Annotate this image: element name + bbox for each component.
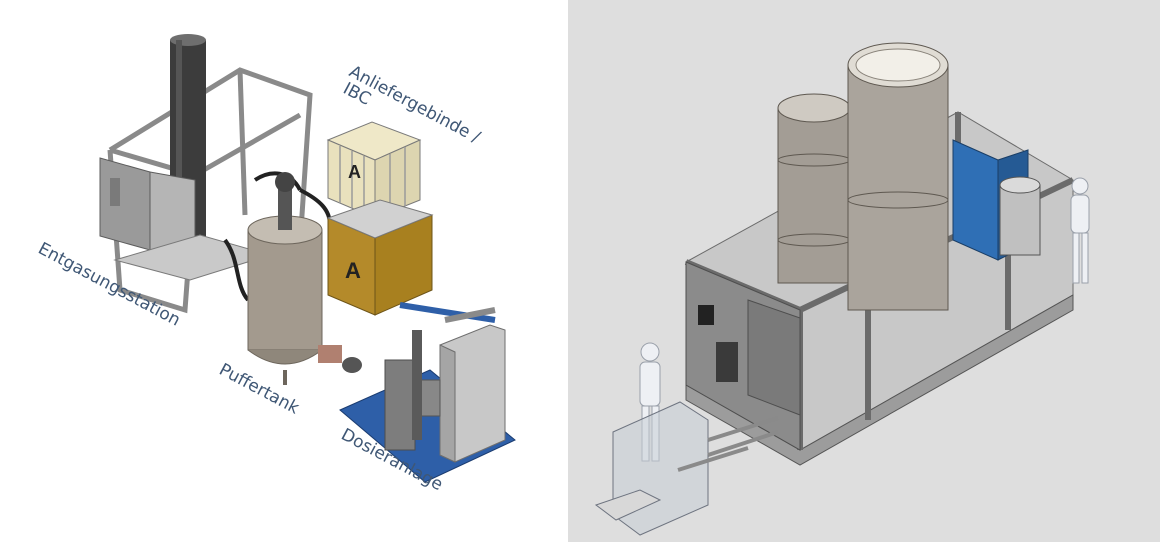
ibc-mark-upper: A — [348, 162, 361, 182]
left-cad-svg: A A Anliefergebinde / IBC Entgasungsstat… — [35, 34, 516, 495]
hopper — [999, 176, 1041, 256]
buffer-tank — [247, 172, 323, 385]
buffer-pump — [318, 345, 362, 373]
glass-enclosure — [594, 401, 709, 536]
ibc-container: A — [326, 121, 422, 219]
right-cad-render — [568, 0, 1160, 542]
label-buffer-tank: Puffertank — [216, 360, 303, 419]
small-vessel — [777, 93, 851, 284]
left-cad-render: A A Anliefergebinde / IBC Entgasungsstat… — [0, 0, 566, 542]
guide-rails — [677, 416, 779, 472]
large-vessel — [847, 42, 949, 311]
ibc-container-lower: A — [326, 199, 434, 316]
electrical-cabinet — [685, 261, 801, 451]
ibc-mark-lower: A — [345, 258, 361, 283]
right-cad-svg — [594, 42, 1090, 536]
mannequin-right — [1070, 177, 1090, 284]
dosing-unit — [339, 302, 516, 483]
